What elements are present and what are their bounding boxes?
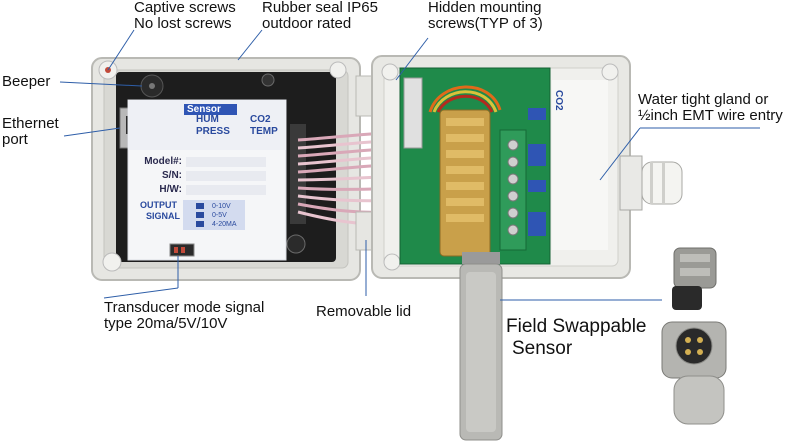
swappable-sensor-parts bbox=[661, 247, 727, 425]
screw-bottom-left bbox=[102, 252, 122, 272]
callout-captive-screws: Captive screws No lost screws bbox=[134, 0, 236, 32]
sensor-temp: TEMP bbox=[250, 126, 278, 137]
callout-transducer-mode: Transducer mode signal type 20ma/5V/10V bbox=[104, 299, 265, 332]
sensor-co2: CO2 bbox=[250, 114, 271, 125]
output-label: OUTPUT bbox=[140, 200, 177, 210]
capacitor bbox=[286, 234, 306, 254]
hinge-left bbox=[355, 75, 373, 117]
callout-hidden-screws: Hidden mounting screws(TYP of 3) bbox=[428, 0, 543, 32]
co2-board-label: CO2 bbox=[553, 90, 564, 111]
model-field-label: Model#: bbox=[144, 156, 182, 167]
callout-field-swappable-sensor: Field Swappable Sensor bbox=[506, 316, 647, 359]
signal-label: SIGNAL bbox=[146, 211, 181, 221]
serial-field-label: S/N: bbox=[162, 170, 182, 181]
sensor-probe bbox=[459, 252, 503, 441]
sensor-heading: Sensor bbox=[184, 104, 237, 115]
range-0-10v: 0-10V bbox=[212, 203, 231, 210]
cable-gland bbox=[619, 155, 683, 211]
screw-top-right bbox=[329, 61, 347, 79]
hw-field-label: H/W: bbox=[159, 184, 182, 195]
callout-removable-lid: Removable lid bbox=[316, 303, 412, 320]
range-4-20ma: 4-20MA bbox=[212, 221, 237, 228]
callout-beeper: Beeper bbox=[2, 73, 51, 90]
sensor-hum: HUM bbox=[196, 114, 219, 125]
hinge-right bbox=[355, 211, 373, 251]
right-enclosure bbox=[371, 55, 683, 279]
callout-water-tight-gland: Water tight gland or ½inch EMT wire entr… bbox=[638, 91, 783, 124]
leader-lines bbox=[59, 29, 760, 301]
sensor-press: PRESS bbox=[196, 126, 230, 137]
callout-rubber-seal: Rubber seal IP65 outdoor rated bbox=[262, 0, 378, 32]
callout-ethernet-port: Ethernet port bbox=[2, 115, 59, 148]
range-0-5v: 0-5V bbox=[212, 212, 227, 219]
